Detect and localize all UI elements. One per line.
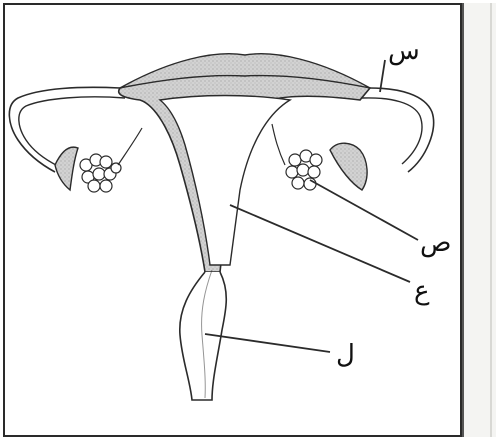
pointer-lam (205, 334, 330, 352)
left-fimbriae (55, 147, 78, 190)
pointer-seen (380, 60, 385, 92)
left-ovarian-ligament (118, 128, 142, 165)
label-ain: ع (414, 278, 430, 304)
right-fallopian-tube (370, 88, 434, 172)
pointer-saad (310, 180, 418, 240)
uterine-cavity (160, 96, 290, 266)
label-lam: ل (336, 342, 355, 368)
right-ovarian-ligament (272, 124, 285, 165)
right-fimbriae (330, 143, 367, 190)
label-saad: ص (420, 230, 451, 256)
left-ovary (80, 154, 121, 192)
label-seen: س (388, 38, 420, 64)
pointer-ain (230, 205, 410, 282)
